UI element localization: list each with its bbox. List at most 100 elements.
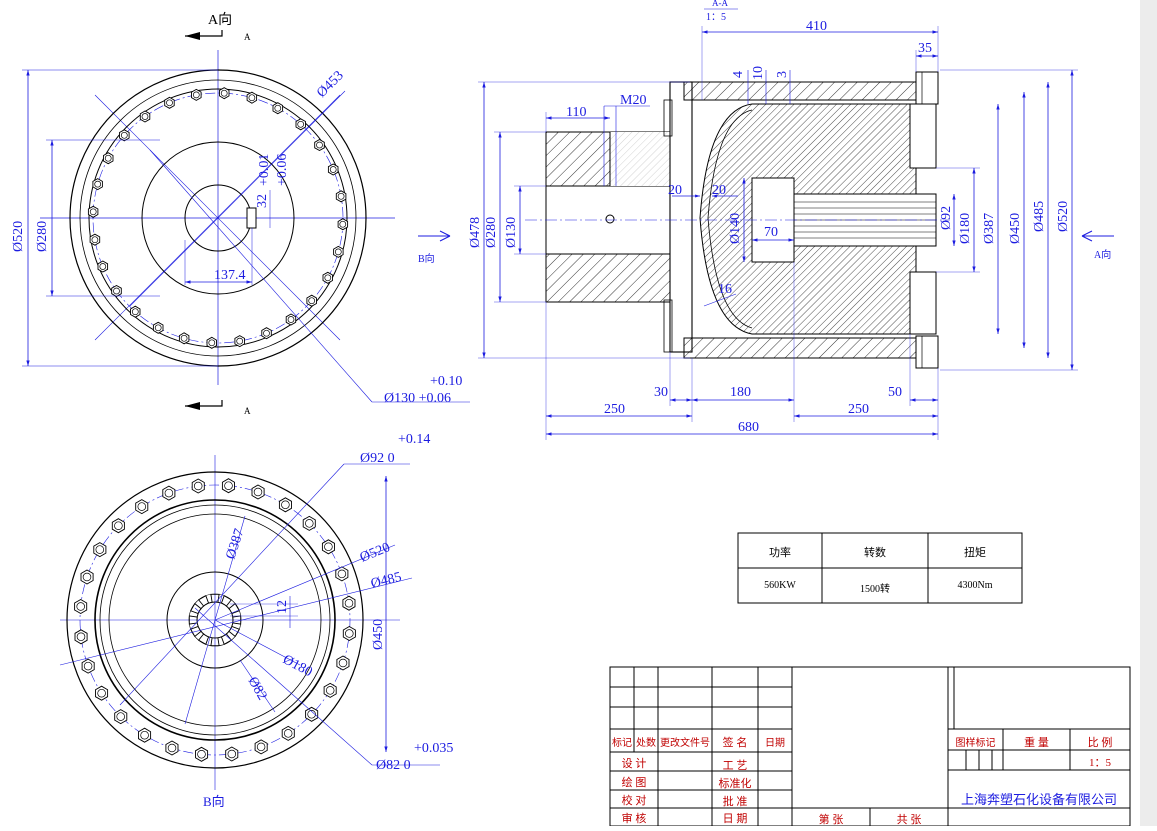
bolt-head [81, 658, 95, 674]
role-date: 日 期 [722, 813, 748, 825]
sheet-number: 第 张 [818, 814, 844, 826]
spline-tooth [228, 602, 240, 615]
bolt-head [135, 499, 149, 515]
bolt-hole [263, 329, 270, 337]
bolt-hole [114, 521, 123, 530]
bolt-head [251, 484, 265, 500]
bolt-head [261, 327, 272, 340]
sec-dim-30: 30 [654, 385, 668, 400]
bolt-head [333, 245, 344, 258]
spec-value-power: 560KW [764, 580, 796, 591]
bolt-hole [344, 598, 354, 608]
view-a-side-label: A向 [1094, 248, 1111, 261]
bolt-hole [337, 569, 347, 579]
left-tol-1: +0.01 [257, 154, 272, 186]
bot-dim-450: Ø450 [371, 619, 386, 650]
bolt-hole [140, 730, 149, 740]
sec-dim-450: Ø450 [1008, 213, 1023, 244]
bolt-hole [274, 104, 282, 112]
section-label: A-A [712, 0, 728, 8]
bot-dim-485: Ø485 [369, 570, 403, 592]
view-b-arrow-label: B向 [418, 252, 435, 265]
meta-weight: 重 量 [1024, 737, 1049, 749]
bolt-head [305, 706, 319, 722]
role-design: 设 计 [621, 758, 647, 770]
rev-count: 处数 [636, 738, 656, 749]
spline-tooth [197, 633, 210, 645]
sec-dim-250a: 250 [604, 402, 625, 417]
bolt-hole [305, 519, 314, 528]
view-a-letter-top: A [244, 32, 251, 42]
spline-tooth [232, 615, 242, 625]
bolt-hole [94, 180, 102, 188]
bolt-hole [97, 688, 106, 698]
bolt-head [302, 515, 316, 531]
bolt-head [195, 746, 209, 762]
engineering-drawing: Ø520 Ø280 Ø453 +0.01 +0.06 32 137.4 +0.1… [11, 0, 1131, 827]
left-tol-2: +0.06 [275, 154, 290, 186]
bolt-head [219, 87, 230, 100]
bolt-head [337, 218, 349, 231]
bolt-hole [76, 602, 85, 611]
bolt-hole [91, 236, 99, 244]
bot-dim-92: Ø92 0 [360, 451, 395, 466]
bolt-hole [154, 324, 162, 332]
bolt-hole [76, 632, 86, 642]
spline-tooth [188, 615, 198, 625]
bottom-flange-view: +0.14 Ø92 0 Ø387 Ø520 Ø485 Ø450 12 Ø180 … [59, 432, 453, 809]
meta-scale-label: 比 例 [1087, 737, 1113, 749]
bolt-hole [283, 729, 293, 738]
bolt-hole [89, 208, 97, 216]
bolt-hole [339, 220, 347, 228]
bolt-head [342, 625, 356, 642]
bot-dim-180: Ø180 [280, 652, 315, 680]
bolt-hole [220, 89, 228, 97]
meta-scale-value: 1：5 [1089, 757, 1111, 769]
bolt-head [165, 740, 179, 756]
bolt-hole [297, 120, 305, 128]
bot-dim-387: Ø387 [224, 527, 248, 561]
bolt-hole [208, 339, 216, 347]
bolt-hole [256, 742, 266, 752]
bolt-head [164, 96, 175, 109]
sec-dim-140: Ø140 [728, 213, 743, 244]
sec-dim-4: 4 [731, 71, 746, 78]
bolt-head [206, 336, 217, 349]
bolt-head [89, 233, 101, 246]
bolt-hole [82, 572, 92, 582]
sec-dim-70: 70 [764, 225, 778, 240]
bolt-head [342, 595, 356, 611]
bolt-head [74, 629, 88, 645]
bolt-hole [281, 500, 290, 510]
bolt-hole [197, 750, 206, 759]
bolt-head [95, 685, 109, 701]
bolt-hole [95, 545, 105, 554]
sec-dim-92: Ø92 [939, 206, 954, 230]
bolt-head [191, 88, 202, 101]
bolt-hole [324, 274, 332, 282]
bolt-hole [325, 686, 335, 695]
bot-dim-82b: Ø82 0 [376, 758, 411, 773]
scrollbar-track[interactable] [1140, 0, 1157, 826]
bolt-head [87, 205, 99, 218]
sec-dim-m20: M20 [620, 93, 646, 108]
bolt-hole [131, 308, 139, 316]
role-check: 校 对 [621, 795, 647, 807]
bolt-head [314, 138, 325, 152]
bolt-hole [104, 154, 112, 162]
bolt-hole [253, 487, 263, 497]
bolt-head [191, 478, 205, 494]
sec-dim-20a: 20 [668, 183, 682, 198]
bolt-hole [141, 113, 149, 120]
bolt-hole [164, 488, 174, 498]
bolt-head [281, 725, 295, 741]
bolt-head [152, 321, 164, 334]
bolt-hole [248, 94, 256, 102]
role-review: 审 核 [621, 813, 647, 825]
bolt-head [327, 163, 339, 176]
bolt-head [295, 118, 306, 131]
rev-mark: 标记 [612, 738, 632, 749]
view-b-arrow: B向 [418, 230, 451, 265]
bolt-head [285, 313, 297, 326]
bolt-hole [307, 710, 316, 719]
